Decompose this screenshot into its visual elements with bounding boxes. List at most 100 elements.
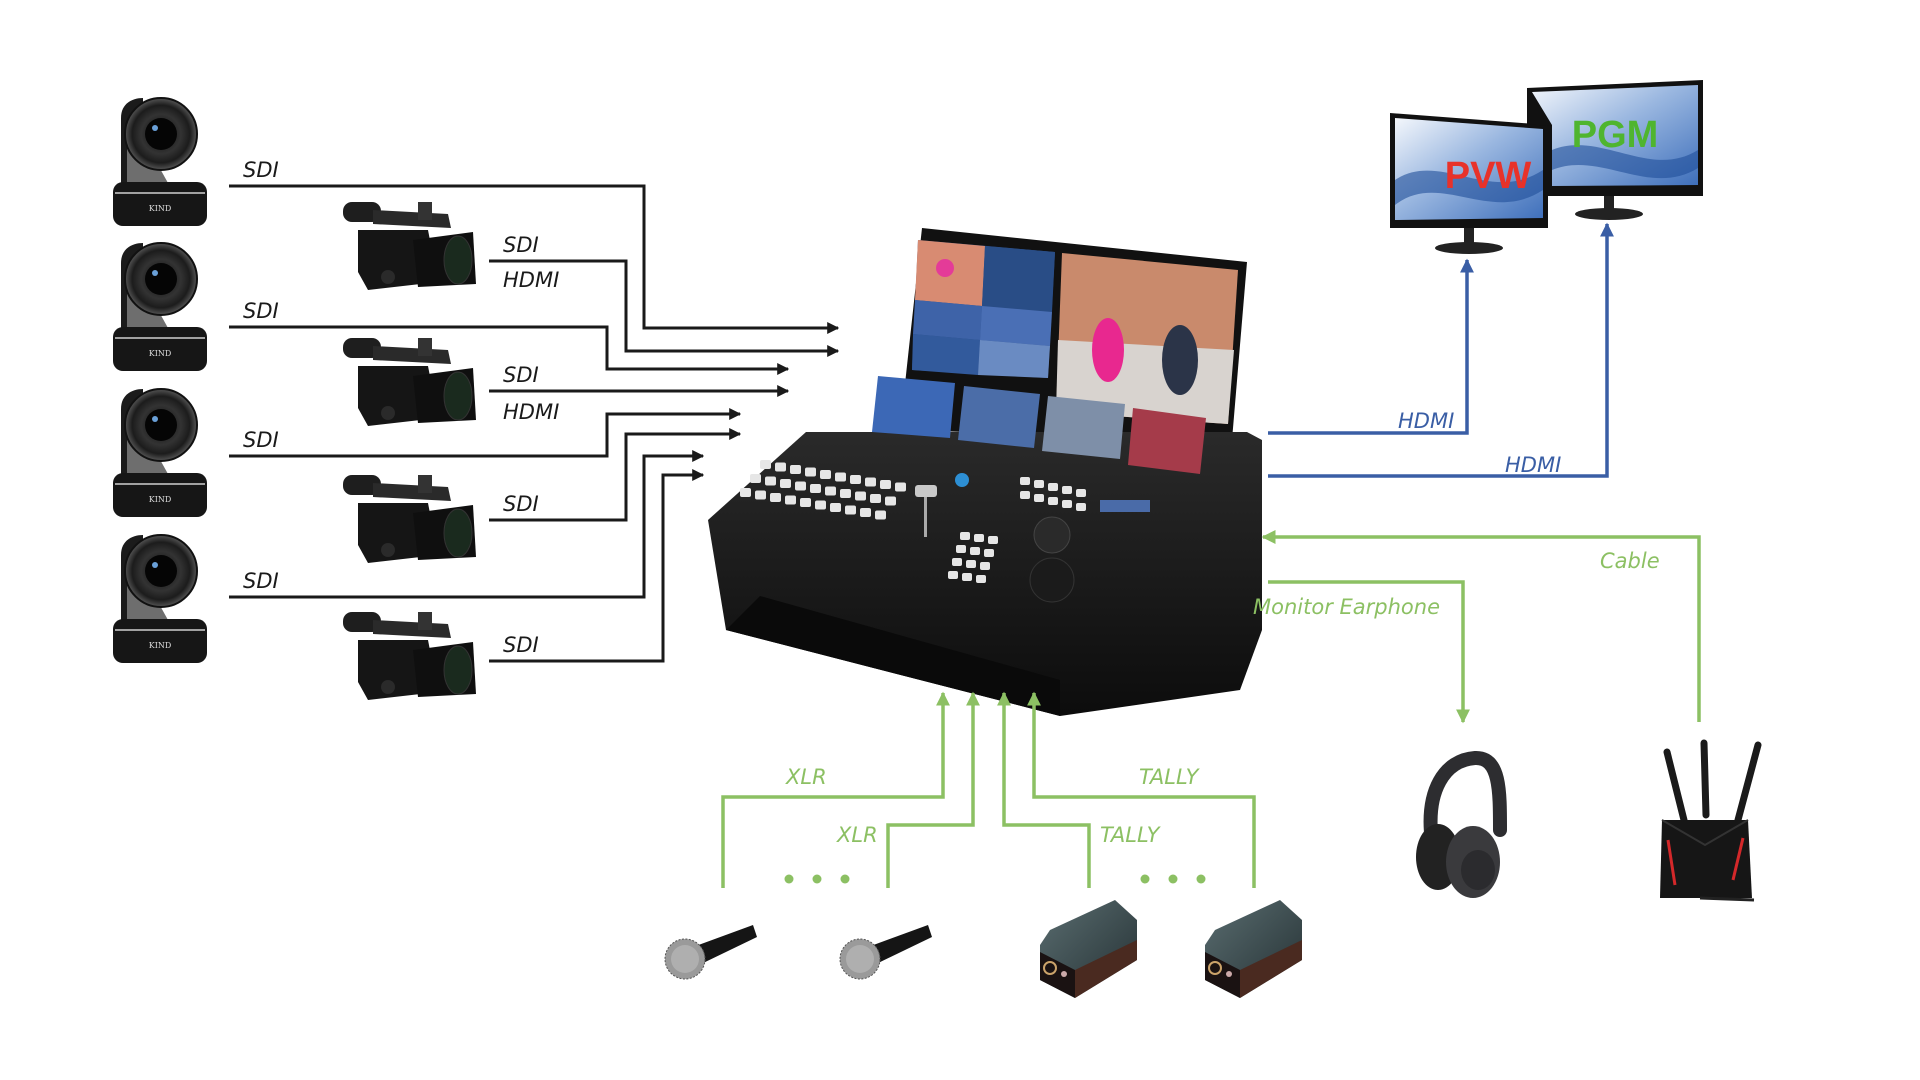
wire-hdmi-pgm — [1268, 222, 1614, 478]
console-button — [865, 477, 876, 487]
console-button — [1034, 494, 1044, 502]
console-button — [740, 488, 751, 497]
console-button — [962, 573, 972, 581]
console-button — [885, 496, 896, 506]
console-button — [1076, 489, 1086, 497]
console-button — [795, 481, 806, 491]
headphones — [1416, 751, 1507, 898]
console-button — [1020, 477, 1030, 485]
console-button — [952, 558, 962, 566]
console-button — [1048, 497, 1058, 505]
tally-box — [1040, 900, 1137, 998]
t-bar-handle — [915, 485, 937, 497]
console-button — [775, 462, 786, 472]
console-button — [1062, 500, 1072, 508]
label-cable: Cable — [1600, 549, 1660, 573]
label-hdmi-pvw: HDMI — [1398, 409, 1454, 433]
console-button — [780, 479, 791, 488]
ellipsis-dot — [812, 874, 822, 884]
camcorder — [343, 612, 476, 700]
console-button — [790, 465, 801, 474]
wire-ptz1-sdi — [229, 184, 840, 334]
camcorder — [343, 338, 476, 426]
camcorder — [343, 475, 476, 563]
wire-ptz3-sdi — [229, 408, 742, 458]
label-tally-1: TALLY — [1139, 765, 1201, 789]
console-button — [855, 491, 866, 501]
label-tally-2: TALLY — [1100, 823, 1162, 847]
console-button — [870, 494, 881, 503]
pgm-monitor: PGM — [1527, 80, 1703, 220]
label-cam2-hdmi: HDMI — [503, 400, 559, 424]
ptz-brand-label: KIND — [149, 204, 172, 213]
label-cam1-hdmi: HDMI — [503, 268, 559, 292]
label-cam3-sdi: SDI — [503, 492, 539, 516]
ellipsis-dot — [1168, 874, 1178, 884]
console-button — [750, 474, 761, 483]
ptz-brand-label: KIND — [149, 641, 172, 650]
console-button — [840, 489, 851, 498]
label-ptz3-sdi: SDI — [243, 428, 279, 452]
router — [1660, 739, 1762, 902]
presenter-figure — [1092, 318, 1124, 382]
console-button — [1034, 480, 1044, 488]
console-button — [845, 505, 856, 515]
console-button — [956, 545, 966, 553]
pgm-label: PGM — [1572, 114, 1659, 156]
ptz-brand-label: KIND — [149, 495, 172, 504]
console-button — [988, 536, 998, 544]
console-button — [1062, 486, 1072, 494]
tally-box — [1205, 900, 1302, 998]
output-wires: HDMI HDMI — [1268, 222, 1614, 478]
pvw-monitor: PVW — [1390, 113, 1548, 254]
label-cam4-sdi: SDI — [503, 633, 539, 657]
ptz-camera: KIND — [113, 97, 207, 226]
console-button — [875, 510, 886, 520]
preview-monitor-1 — [872, 376, 955, 438]
ptz-joystick — [1033, 516, 1071, 554]
console-button — [976, 575, 986, 583]
audio-tally-wires: XLR XLR TALLY TALLY — [721, 691, 1256, 888]
wire-tally-2 — [997, 691, 1091, 888]
preview-monitor-3 — [1042, 396, 1125, 459]
wire-xlr-2 — [886, 691, 980, 888]
console-button — [895, 482, 906, 492]
wire-cable — [1261, 530, 1701, 722]
ptz-camera: KIND — [113, 534, 207, 663]
preview-monitor-2 — [958, 386, 1040, 448]
console-button — [810, 484, 821, 493]
console-button — [825, 486, 836, 496]
console-button — [970, 547, 980, 555]
console-button-bank — [740, 460, 1086, 583]
info-display — [1100, 500, 1150, 512]
pvw-label: PVW — [1445, 155, 1532, 197]
knob — [955, 473, 969, 487]
wire-cam4-sdi — [489, 469, 705, 663]
label-monitor-earphone: Monitor Earphone — [1253, 595, 1440, 619]
wire-ptz2-sdi — [229, 325, 790, 375]
wire-tally-1 — [1027, 691, 1256, 888]
switcher-console — [708, 228, 1262, 716]
ptz-camera: KIND — [113, 242, 207, 371]
input-wires — [229, 184, 840, 663]
peripheral-wires: Cable Monitor Earphone — [1253, 530, 1701, 724]
console-button — [800, 498, 811, 507]
wire-cam3-sdi — [489, 428, 742, 522]
label-cam1-sdi: SDI — [503, 233, 539, 257]
multiview-tiles — [912, 240, 1055, 378]
console-button — [760, 460, 771, 469]
wire-hdmi-pvw — [1268, 258, 1474, 435]
label-xlr-1: XLR — [785, 765, 827, 789]
wire-ptz4-sdi — [229, 450, 705, 599]
microphone — [839, 925, 932, 980]
ptz-camera: KIND — [113, 388, 207, 517]
wire-monitor-earphone — [1268, 580, 1470, 724]
console-button — [980, 562, 990, 570]
console-button — [960, 532, 970, 540]
console-button — [984, 549, 994, 557]
console-button — [830, 503, 841, 512]
console-button — [948, 571, 958, 579]
ptz-brand-label: KIND — [149, 349, 172, 358]
wire-xlr-1 — [721, 691, 950, 888]
